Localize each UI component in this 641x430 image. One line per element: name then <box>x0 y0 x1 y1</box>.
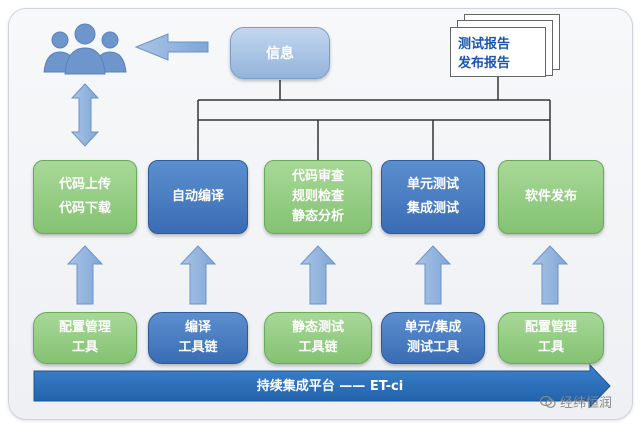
tool-label: 编译 <box>184 320 211 335</box>
tool-unit-integration: 单元/集成 测试工具 <box>381 312 485 364</box>
watermark: 经纬恒润 <box>540 392 612 411</box>
tool-label: 单元/集成 <box>404 320 462 335</box>
tool-label: 工具 <box>71 340 98 355</box>
report-line-2: 发布报告 <box>458 56 511 71</box>
wechat-icon <box>540 395 556 408</box>
arrow-info-to-users <box>134 33 209 61</box>
tool-config-mgmt-2: 配置管理 工具 <box>498 312 604 364</box>
stage-label: 单元测试 <box>406 177 459 192</box>
info-box: 信息 <box>230 27 330 79</box>
stage-label: 规则检查 <box>291 189 344 204</box>
tool-label: 工具 <box>537 340 564 355</box>
report-title: 测试报告 发布报告 <box>458 35 548 73</box>
stage-label: 静态分析 <box>291 209 344 224</box>
tool-label: 配置管理 <box>58 320 111 335</box>
stage-code-upload: 代码上传 代码下载 <box>33 160 137 234</box>
stage-label: 代码上传 <box>58 177 111 192</box>
tool-compile-chain: 编译 工具链 <box>148 312 248 364</box>
watermark-label: 经纬恒润 <box>560 396 613 411</box>
up-arrows <box>66 245 569 305</box>
tool-label: 测试工具 <box>406 340 459 355</box>
info-label: 信息 <box>266 46 294 62</box>
stage-label: 软件发布 <box>524 189 577 204</box>
tool-config-mgmt: 配置管理 工具 <box>33 312 137 364</box>
tool-label: 静态测试 <box>291 320 344 335</box>
stage-label: 自动编译 <box>171 189 224 204</box>
tool-label: 工具链 <box>178 340 218 355</box>
tool-label: 工具链 <box>298 340 338 355</box>
stage-unit-test: 单元测试 集成测试 <box>381 160 485 234</box>
connector-lines <box>197 74 551 160</box>
platform-bar <box>33 363 611 409</box>
stage-software-release: 软件发布 <box>498 160 604 234</box>
tool-static-test: 静态测试 工具链 <box>264 312 372 364</box>
double-arrow-users-stage <box>70 83 100 147</box>
stage-label: 集成测试 <box>406 201 459 216</box>
stage-auto-compile: 自动编译 <box>148 160 248 234</box>
stage-label: 代码审查 <box>291 169 344 184</box>
report-line-1: 测试报告 <box>458 37 511 52</box>
platform-label: 持续集成平台 —— ET-ci <box>256 379 404 394</box>
stage-label: 代码下载 <box>58 201 111 216</box>
users-icon <box>43 23 127 75</box>
stage-code-review: 代码审查 规则检查 静态分析 <box>264 160 372 234</box>
tool-label: 配置管理 <box>524 320 577 335</box>
report-doc-front <box>450 27 546 77</box>
